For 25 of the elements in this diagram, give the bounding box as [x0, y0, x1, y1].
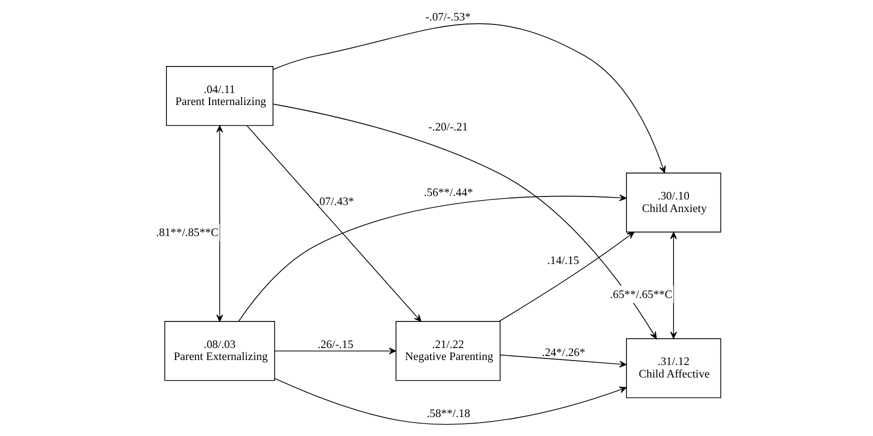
arrow — [272, 23, 666, 174]
node-box: .31/.12 Child Affective — [626, 338, 721, 398]
arrow — [272, 104, 656, 340]
arrow — [246, 125, 421, 322]
arrow — [238, 194, 626, 322]
node-box: .30/.10 Child Anxiety — [626, 172, 721, 232]
edge-label: .56**/.44* — [423, 187, 472, 200]
node-box: .04/.11 Parent Internalizing — [166, 66, 273, 126]
edge-label: .26/-.15 — [317, 338, 353, 351]
node-box: .08/.03 Parent Externalizing — [164, 321, 275, 381]
arrow — [499, 354, 626, 368]
edge-label: -.20/-.21 — [428, 122, 468, 134]
arrow — [498, 232, 634, 322]
edge-label: -.07/-.53* — [425, 12, 470, 24]
arrow — [274, 378, 626, 425]
node-box: .21/.22 Negative Parenting — [395, 321, 500, 381]
edge-label: .07/.43* — [316, 196, 354, 208]
arrow — [670, 232, 676, 339]
edge-label: .14/.15 — [546, 255, 579, 268]
edge-label: .81**/.85**C — [156, 226, 218, 239]
edge-label: .65**/.65**C — [610, 288, 672, 301]
edge-label: .24*/.26* — [541, 347, 585, 360]
edge-label: .58**/.18 — [426, 408, 470, 420]
arrow — [274, 348, 396, 354]
arrow — [216, 125, 223, 322]
